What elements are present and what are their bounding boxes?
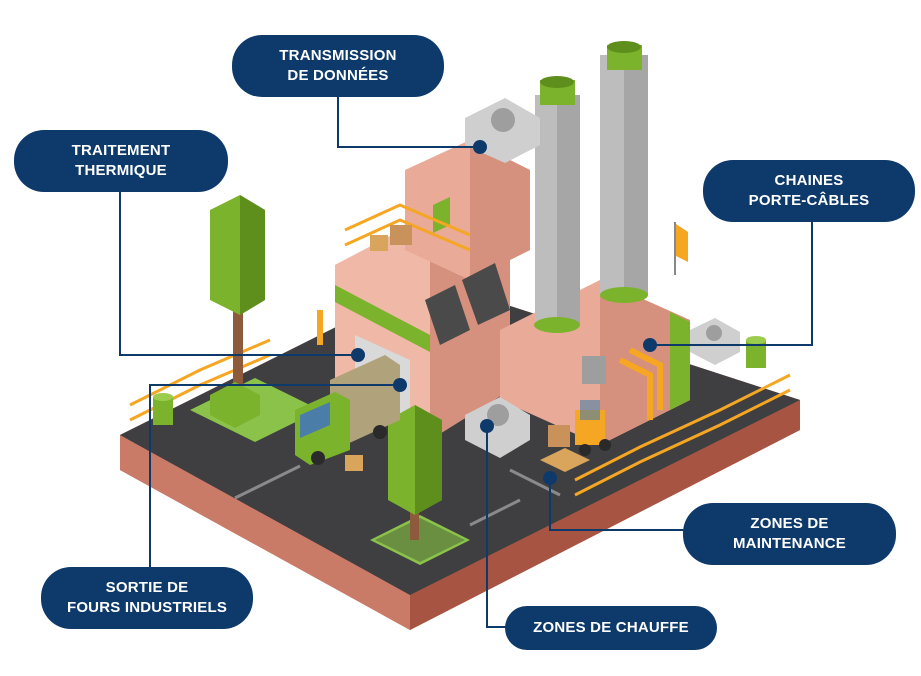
label-maintenance-line1: ZONES DE: [750, 515, 829, 532]
leader-chauffe: [486, 426, 506, 628]
dot-chaines: [643, 338, 657, 352]
label-sortie: SORTIE DE FOURS INDUSTRIELS: [41, 567, 253, 629]
trees: [210, 195, 442, 540]
label-traitement-line2: THERMIQUE: [75, 162, 167, 179]
dot-sortie: [393, 378, 407, 392]
label-chaines-line2: PORTE-CÂBLES: [748, 192, 870, 209]
delivery-truck: [295, 355, 400, 465]
label-transmission: TRANSMISSION DE DONNÉES: [232, 35, 444, 97]
label-traitement-line1: TRAITEMENT: [71, 142, 171, 159]
leader-chaines: [650, 222, 813, 346]
dot-chauffe: [480, 419, 494, 433]
label-sortie-line2: FOURS INDUSTRIELS: [66, 599, 228, 616]
forklift-and-boxes: [345, 225, 611, 472]
label-transmission-line1: TRANSMISSION: [279, 47, 397, 64]
leader-transmission: [337, 95, 480, 148]
label-sortie-line1: SORTIE DE: [105, 579, 189, 596]
label-chauffe: ZONES DE CHAUFFE: [505, 606, 717, 650]
leader-dots: [351, 140, 657, 485]
leader-traitement: [119, 192, 358, 356]
barrels-and-flag: [153, 222, 766, 425]
dot-traitement: [351, 348, 365, 362]
label-maintenance: ZONES DE MAINTENANCE: [683, 503, 896, 565]
chimneys: [534, 41, 648, 333]
label-chaines: CHAINES PORTE-CÂBLES: [703, 160, 915, 222]
label-chauffe-line1: ZONES DE CHAUFFE: [533, 619, 689, 636]
label-transmission-line2: DE DONNÉES: [287, 67, 389, 84]
leader-maintenance: [549, 478, 685, 531]
dot-maintenance: [543, 471, 557, 485]
label-maintenance-line2: MAINTENANCE: [732, 535, 847, 552]
label-chaines-line1: CHAINES: [774, 172, 844, 189]
dot-transmission: [473, 140, 487, 154]
leader-sortie: [149, 384, 400, 567]
leader-lines: [119, 95, 813, 628]
label-traitement: TRAITEMENT THERMIQUE: [14, 130, 228, 192]
